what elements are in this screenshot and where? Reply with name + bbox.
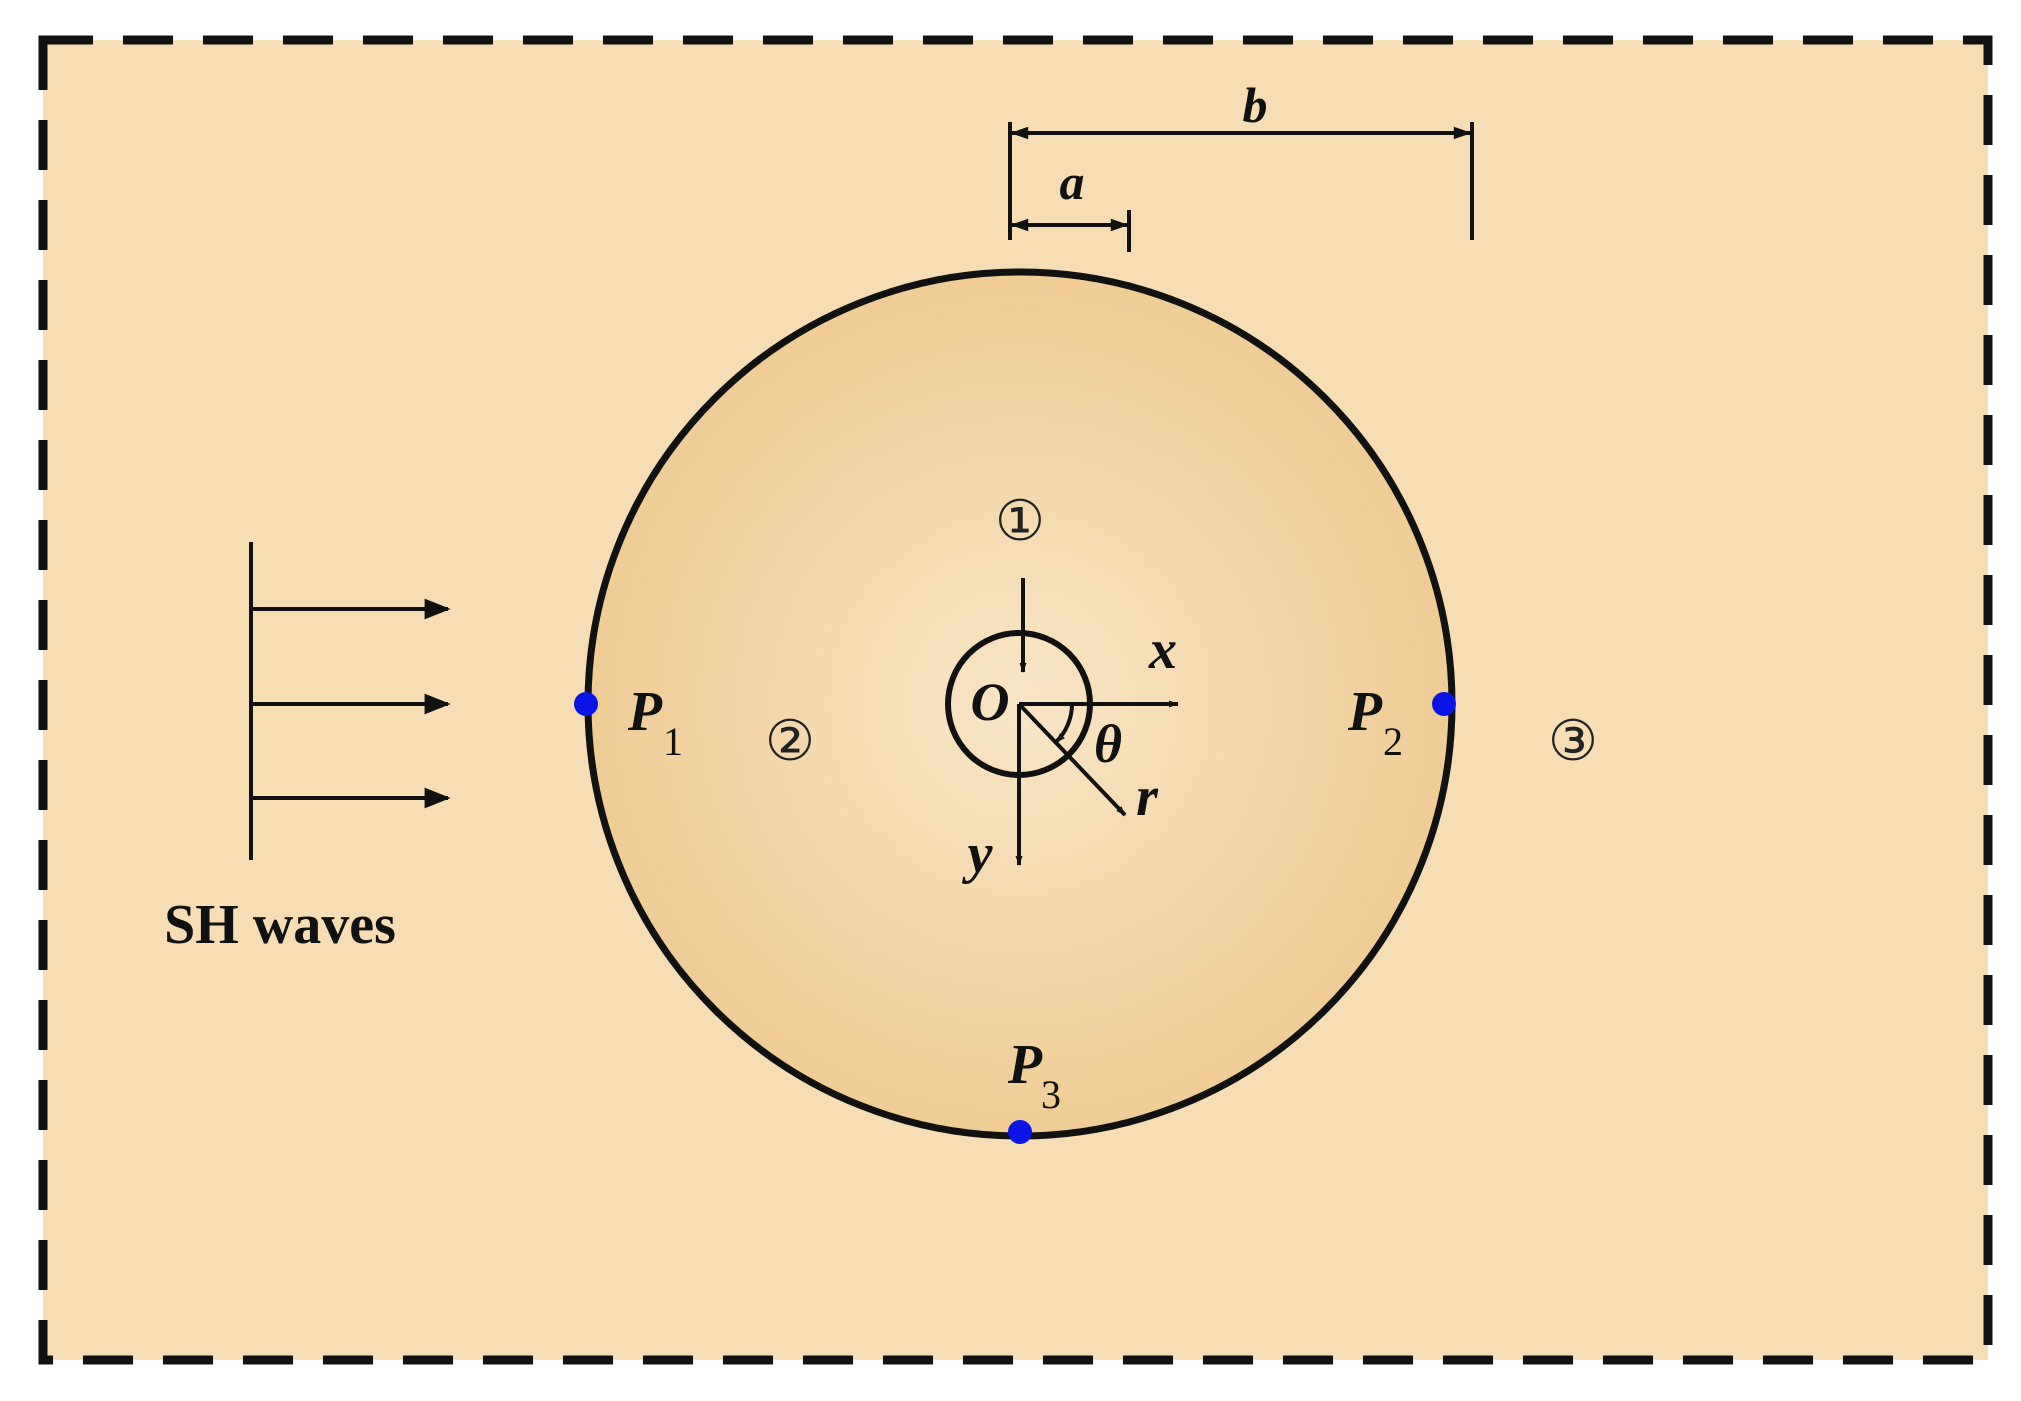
dimension-a-label: a <box>1060 154 1085 210</box>
point-p3-subscript: 3 <box>1041 1072 1061 1117</box>
wave-caption: SH waves <box>164 894 396 956</box>
origin-label: O <box>971 672 1010 732</box>
r-arrow <box>1017 702 1127 817</box>
incident-wave-arrows <box>249 542 451 860</box>
region-2-label: ② <box>765 709 815 774</box>
y-axis-label: y <box>962 823 994 885</box>
theta-label: θ <box>1094 714 1122 774</box>
point-p2-subscript: 2 <box>1383 719 1403 764</box>
point-p3-label: P <box>1007 1034 1043 1096</box>
point-p2-marker <box>1432 692 1456 716</box>
x-axis-label: x <box>1148 619 1177 681</box>
region-1-label: ① <box>995 489 1045 554</box>
point-p2-label: P <box>1347 681 1383 743</box>
point-p1-subscript: 1 <box>663 719 683 764</box>
point-p1-marker <box>574 692 598 716</box>
theta-arc <box>1054 703 1075 744</box>
dimension-b <box>1008 122 1474 240</box>
point-p3-marker <box>1008 1120 1032 1144</box>
r-label: r <box>1136 766 1159 828</box>
region-3-label: ③ <box>1548 709 1598 774</box>
point-p1-label: P <box>627 681 663 743</box>
dimension-b-label: b <box>1243 77 1268 133</box>
dimension-a <box>1010 210 1131 252</box>
coordinate-axes <box>1015 578 1179 866</box>
